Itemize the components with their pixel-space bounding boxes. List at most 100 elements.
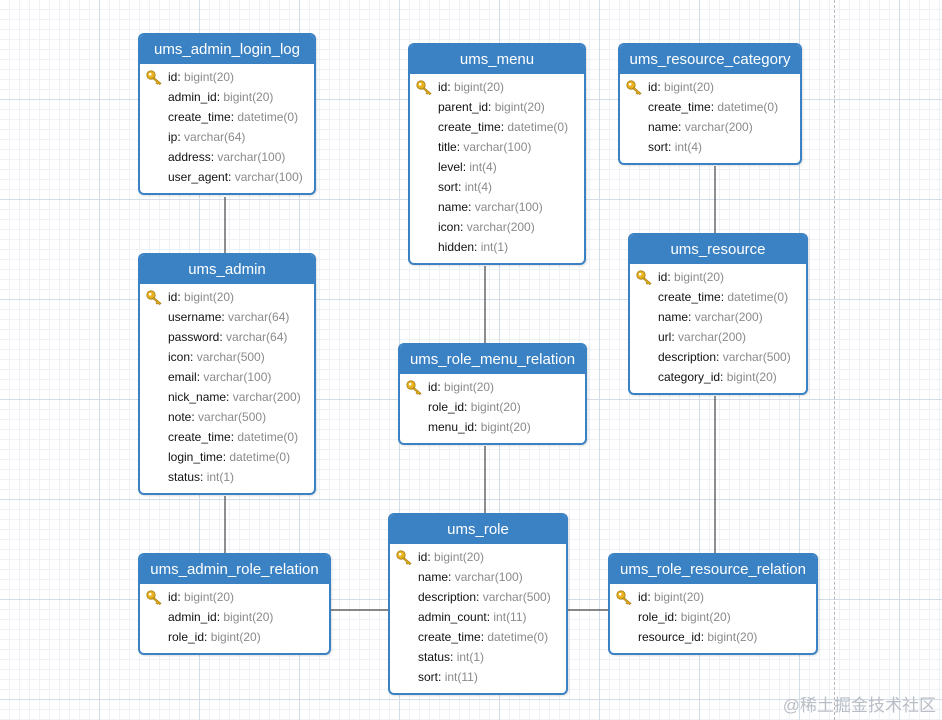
field-row[interactable]: create_time: datetime(0) — [390, 627, 566, 647]
field-row[interactable]: id: bigint(20) — [400, 377, 585, 397]
field-type: bigint(20) — [210, 630, 261, 644]
field-type: datetime(0) — [237, 110, 299, 124]
field-row[interactable]: role_id: bigint(20) — [400, 397, 585, 417]
field-type: bigint(20) — [223, 610, 274, 624]
field-type: datetime(0) — [727, 290, 789, 304]
field-name: admin_count — [418, 610, 487, 624]
field-name: id — [168, 290, 178, 304]
field-row[interactable]: name: varchar(200) — [620, 117, 800, 137]
field-list: id: bigint(20)role_id: bigint(20)resourc… — [610, 584, 816, 653]
field-row[interactable]: login_time: datetime(0) — [140, 447, 314, 467]
field-row[interactable]: admin_id: bigint(20) — [140, 87, 314, 107]
field-name: email — [168, 370, 197, 384]
field-name: role_id — [168, 630, 205, 644]
field-name: ip — [168, 130, 178, 144]
field-type: varchar(200) — [678, 330, 747, 344]
field-separator: : — [177, 70, 185, 84]
field-separator: : — [210, 150, 218, 164]
field-row[interactable]: sort: int(4) — [620, 137, 800, 157]
field-row[interactable]: admin_count: int(11) — [390, 607, 566, 627]
field-row[interactable]: hidden: int(1) — [410, 237, 584, 257]
field-name: icon — [168, 350, 191, 364]
field-name: url — [658, 330, 672, 344]
field-row[interactable]: level: int(4) — [410, 157, 584, 177]
watermark: @稀土掘金技术社区 — [782, 696, 936, 715]
field-type: varchar(100) — [217, 150, 286, 164]
field-row[interactable]: menu_id: bigint(20) — [400, 417, 585, 437]
primary-key-icon — [146, 289, 163, 305]
field-name: role_id — [428, 400, 465, 414]
field-row[interactable]: title: varchar(100) — [410, 137, 584, 157]
field-row[interactable]: id: bigint(20) — [140, 287, 314, 307]
field-row[interactable]: email: varchar(100) — [140, 367, 314, 387]
field-row[interactable]: name: varchar(200) — [630, 307, 806, 327]
field-separator: : — [228, 170, 235, 184]
field-row[interactable]: id: bigint(20) — [140, 587, 329, 607]
field-name: id — [438, 80, 448, 94]
field-row[interactable]: create_time: datetime(0) — [140, 427, 314, 447]
field-separator: : — [486, 610, 494, 624]
field-row[interactable]: category_id: bigint(20) — [630, 367, 806, 387]
field-name: hidden — [438, 240, 475, 254]
field-row[interactable]: status: int(1) — [140, 467, 314, 487]
field-row[interactable]: note: varchar(500) — [140, 407, 314, 427]
field-row[interactable]: create_time: datetime(0) — [410, 117, 584, 137]
field-row[interactable]: description: varchar(500) — [630, 347, 806, 367]
field-row[interactable]: id: bigint(20) — [390, 547, 566, 567]
field-name: resource_id — [638, 630, 701, 644]
field-row[interactable]: id: bigint(20) — [140, 67, 314, 87]
field-name: level — [438, 160, 463, 174]
field-type: varchar(64) — [184, 130, 246, 144]
field-row[interactable]: sort: int(4) — [410, 177, 584, 197]
field-row[interactable]: username: varchar(64) — [140, 307, 314, 327]
field-type: varchar(64) — [226, 330, 288, 344]
field-row[interactable]: password: varchar(64) — [140, 327, 314, 347]
field-row[interactable]: id: bigint(20) — [630, 267, 806, 287]
field-row[interactable]: icon: varchar(500) — [140, 347, 314, 367]
field-row[interactable]: name: varchar(100) — [390, 567, 566, 587]
primary-key-icon — [636, 269, 653, 285]
field-separator: : — [450, 650, 457, 664]
field-row[interactable]: ip: varchar(64) — [140, 127, 314, 147]
field-row[interactable]: id: bigint(20) — [610, 587, 816, 607]
field-row[interactable]: resource_id: bigint(20) — [610, 627, 816, 647]
field-row[interactable]: sort: int(11) — [390, 667, 566, 687]
field-separator: : — [720, 370, 727, 384]
field-row[interactable]: role_id: bigint(20) — [610, 607, 816, 627]
field-name: create_time — [648, 100, 711, 114]
field-row[interactable]: nick_name: varchar(200) — [140, 387, 314, 407]
field-list: id: bigint(20)username: varchar(64)passw… — [140, 284, 314, 493]
field-separator: : — [688, 310, 695, 324]
field-row[interactable]: url: varchar(200) — [630, 327, 806, 347]
field-row[interactable]: id: bigint(20) — [620, 77, 800, 97]
field-type: varchar(100) — [474, 200, 543, 214]
field-row[interactable]: create_time: datetime(0) — [620, 97, 800, 117]
field-row[interactable]: name: varchar(100) — [410, 197, 584, 217]
field-row[interactable]: create_time: datetime(0) — [140, 107, 314, 127]
field-row[interactable]: address: varchar(100) — [140, 147, 314, 167]
field-type: bigint(20) — [184, 590, 235, 604]
field-separator: : — [657, 80, 665, 94]
field-list: id: bigint(20)admin_id: bigint(20)role_i… — [140, 584, 329, 653]
field-row[interactable]: user_agent: varchar(100) — [140, 167, 314, 187]
field-row[interactable]: parent_id: bigint(20) — [410, 97, 584, 117]
field-row[interactable]: status: int(1) — [390, 647, 566, 667]
table-title: ums_resource_category — [620, 45, 800, 74]
field-row[interactable]: id: bigint(20) — [410, 77, 584, 97]
field-row[interactable]: description: varchar(500) — [390, 587, 566, 607]
field-row[interactable]: icon: varchar(200) — [410, 217, 584, 237]
field-row[interactable]: admin_id: bigint(20) — [140, 607, 329, 627]
field-row[interactable]: role_id: bigint(20) — [140, 627, 329, 647]
field-name: name — [648, 120, 679, 134]
field-row[interactable]: create_time: datetime(0) — [630, 287, 806, 307]
